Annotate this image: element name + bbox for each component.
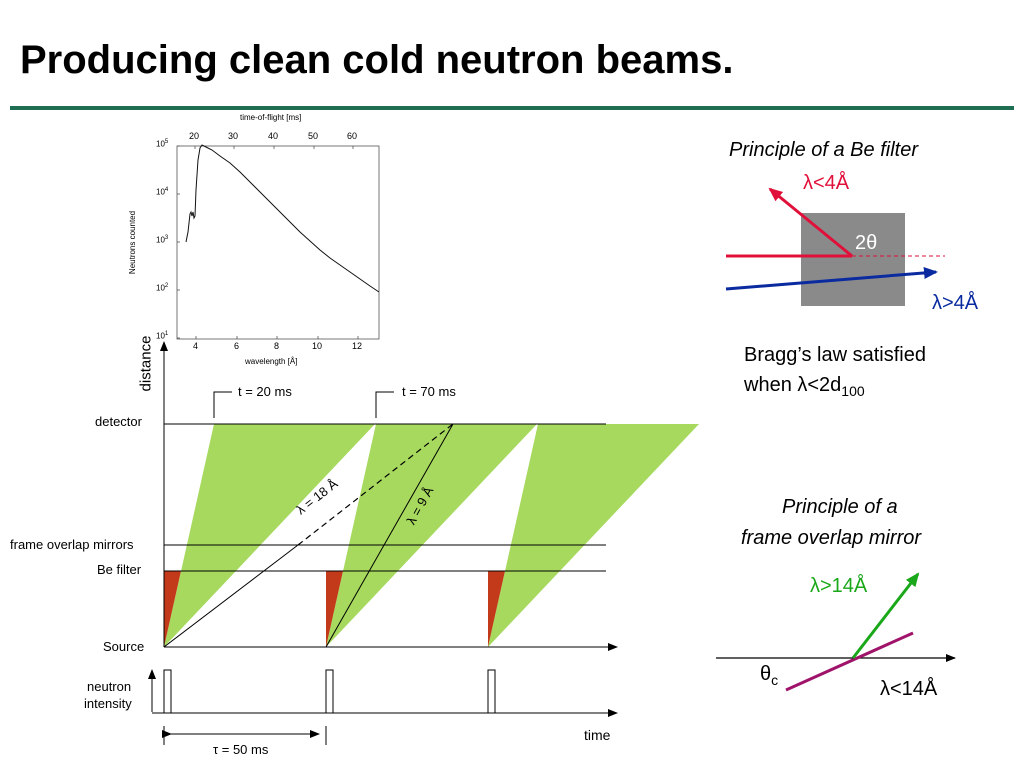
tof-y-tick: 101 xyxy=(156,331,169,341)
row-label-be-filter: Be filter xyxy=(97,562,142,577)
mirror-surface xyxy=(785,631,914,692)
tof-plot-frame xyxy=(176,145,380,340)
row-label-source: Source xyxy=(103,639,145,654)
distance-axis-label: distance xyxy=(137,335,155,392)
tof-x-tick: 4 xyxy=(193,341,199,351)
tof-top-tick: 20 xyxy=(189,131,200,141)
tof-top-axis-label: time-of-flight [ms] xyxy=(240,113,302,122)
marker-t20 xyxy=(213,391,232,418)
mirror-title-line-2: frame overlap mirror xyxy=(741,527,922,549)
tof-x-tick: 12 xyxy=(352,341,363,351)
be-filter-illustration xyxy=(725,187,945,306)
title-divider xyxy=(10,106,1014,110)
tof-x-tick: 10 xyxy=(312,341,323,351)
mirror-title-line-1: Principle of a xyxy=(782,496,898,518)
tof-y-axis-label: Neutrons counted xyxy=(128,210,138,275)
row-label-neutron: neutron xyxy=(87,679,132,694)
mirror-lambda-less: λ<14Å xyxy=(880,678,938,700)
slide-title: Producing clean cold neutron beams. xyxy=(20,38,734,82)
tau-label: τ = 50 ms xyxy=(213,742,269,757)
reflected-ray xyxy=(851,572,920,659)
tof-x-axis-label: wavelength [Å] xyxy=(245,357,298,366)
tof-top-tick: 40 xyxy=(268,131,279,141)
row-label-detector: detector xyxy=(95,414,142,429)
mirror-illustration xyxy=(716,572,956,692)
mirror-critical-angle: θc xyxy=(760,663,779,688)
transmitted-ray xyxy=(725,266,938,291)
row-label-intensity: intensity xyxy=(84,696,132,711)
green-band-2 xyxy=(326,424,537,647)
green-band-3 xyxy=(488,424,699,647)
tof-top-tick: 50 xyxy=(308,131,319,141)
bragg-reflected-ray xyxy=(768,187,853,258)
bragg-law-line-2: when λ<2d100 xyxy=(744,374,865,399)
tof-spectrum-curve xyxy=(185,144,380,293)
trajectory-18A xyxy=(163,544,299,648)
tof-y-tick: 104 xyxy=(156,187,169,197)
tof-top-tick: 30 xyxy=(228,131,239,141)
marker-t20-label: t = 20 ms xyxy=(238,384,292,399)
tof-y-tick: 102 xyxy=(156,283,169,293)
time-axis-label: time xyxy=(584,727,611,743)
be-filter-lambda-more: λ>4Å xyxy=(932,292,979,314)
be-filter-title: Principle of a Be filter xyxy=(729,139,918,161)
tof-plot xyxy=(176,144,380,340)
pulse-3 xyxy=(487,669,496,714)
tof-y-tick: 105 xyxy=(156,139,169,149)
red-sliver-2 xyxy=(326,571,343,647)
tof-top-ticks xyxy=(177,145,359,339)
row-label-frame-overlap: frame overlap mirrors xyxy=(10,537,134,552)
tof-top-tick: 60 xyxy=(347,131,358,141)
tof-x-tick: 6 xyxy=(234,341,240,351)
mirror-lambda-more: λ>14Å xyxy=(810,575,868,597)
be-filter-angle: 2θ xyxy=(855,232,878,254)
tof-x-tick: 8 xyxy=(274,341,280,351)
marker-t70 xyxy=(375,391,394,418)
trajectory-18A-dashed xyxy=(297,423,454,546)
trajectory-9A xyxy=(325,423,454,648)
pulse-1 xyxy=(163,669,172,714)
be-filter-lambda-less: λ<4Å xyxy=(803,172,850,194)
red-sliver-3 xyxy=(488,571,505,647)
bragg-law-line-1: Bragg’s law satisfied xyxy=(744,344,926,366)
marker-t70-label: t = 70 ms xyxy=(402,384,456,399)
green-band-1 xyxy=(164,424,375,647)
timing-diagram xyxy=(148,341,699,745)
tof-y-tick: 103 xyxy=(156,235,169,245)
pulse-2 xyxy=(325,669,334,714)
red-sliver-1 xyxy=(164,571,181,647)
